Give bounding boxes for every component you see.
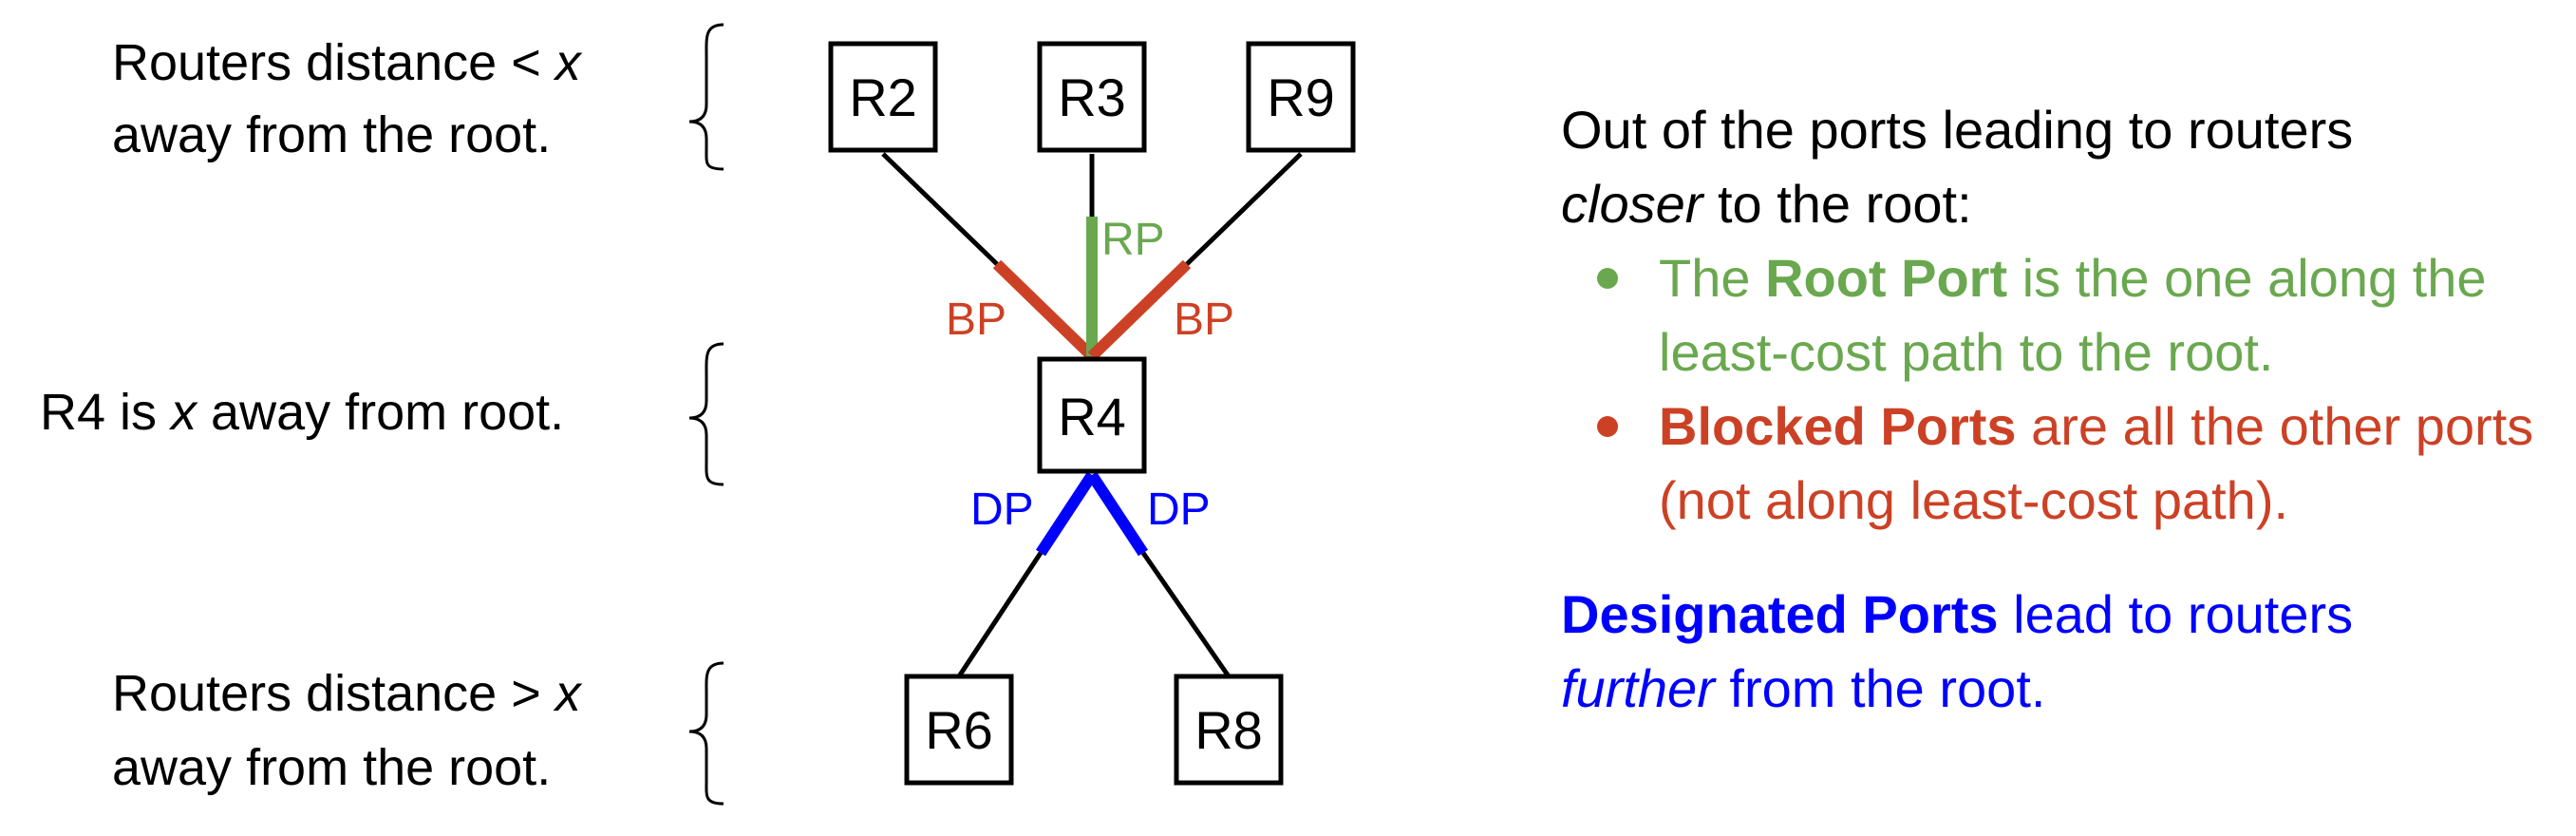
middle-brace	[688, 342, 724, 486]
port-label-dp-left: DP	[970, 484, 1034, 535]
middle-label: R4 is x away from root.	[40, 384, 564, 441]
router-r9: R9	[1246, 41, 1356, 153]
lower-brace	[688, 661, 724, 806]
svg-text:R8: R8	[1194, 700, 1263, 760]
link-r4-r6	[956, 551, 1044, 678]
port-label-bp-right: BP	[1174, 294, 1234, 345]
router-r6: R6	[904, 674, 1014, 786]
port-label-rp: RP	[1101, 215, 1165, 265]
svg-text:R9: R9	[1267, 67, 1335, 127]
svg-text:R2: R2	[849, 67, 917, 127]
bullet-icon	[1597, 416, 1618, 437]
port-definition-list: The Root Port is the one along the least…	[1561, 241, 2567, 538]
designated-port-left	[1035, 471, 1098, 557]
blocked-port-left	[992, 259, 1097, 361]
designated-port-right	[1086, 471, 1149, 557]
link-r4-r8	[1140, 551, 1232, 678]
port-label-bp-left: BP	[946, 294, 1006, 345]
lower-label-line1: Routers distance > x	[112, 665, 583, 722]
root-port-definition: The Root Port is the one along the least…	[1561, 241, 2567, 390]
blocked-port-right	[1087, 259, 1192, 361]
svg-text:R4: R4	[1058, 387, 1126, 446]
bullet-icon	[1597, 268, 1618, 289]
upper-label-line2: away from the root.	[112, 106, 551, 163]
router-r8: R8	[1174, 674, 1284, 786]
blocked-ports-definition: Blocked Ports are all the other ports (n…	[1561, 390, 2567, 538]
router-r4: R4	[1037, 356, 1147, 474]
svg-text:R6: R6	[925, 700, 993, 760]
router-r2: R2	[828, 41, 938, 153]
upper-brace	[688, 23, 724, 171]
upper-label-line1: Routers distance < x	[112, 34, 583, 91]
svg-text:R3: R3	[1058, 67, 1126, 127]
router-r3: R3	[1037, 41, 1147, 153]
link-r9-r4	[1185, 152, 1303, 266]
link-r2-r4	[881, 152, 999, 266]
port-label-dp-right: DP	[1147, 484, 1211, 535]
lower-label-line2: away from the root.	[112, 739, 551, 796]
